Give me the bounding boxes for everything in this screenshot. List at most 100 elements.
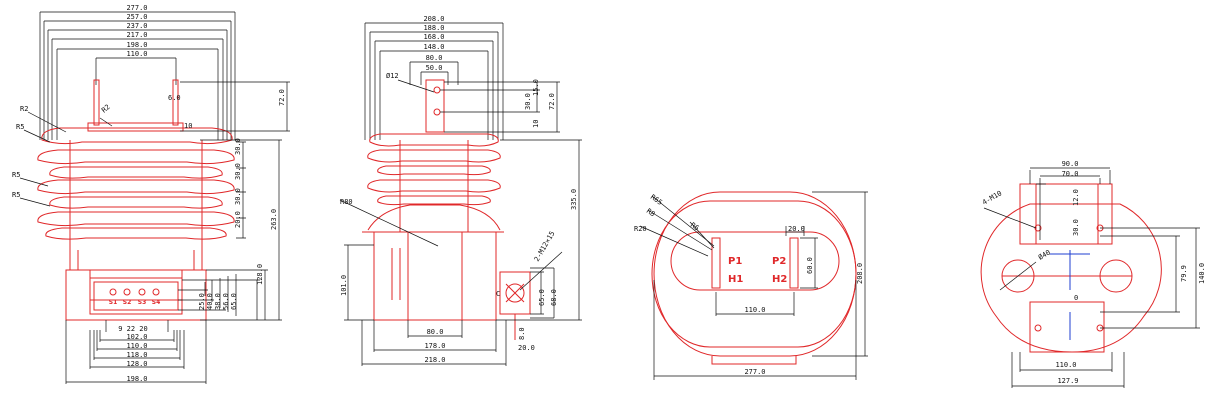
side-hole-leader (397, 79, 435, 93)
front-height-128: 128.0 (256, 264, 264, 285)
side-height-15: 15.0 (532, 79, 540, 96)
side-terminal-plate (425, 79, 445, 133)
bottom-view: 90.0 70.0 12.0 30.0 79.9 140.0 4-M10 Ø40… (980, 160, 1206, 388)
side-height-72: 72.0 (548, 93, 556, 110)
front-box-65: 65.0 (230, 293, 238, 310)
side-box-65: 65.0 (538, 289, 546, 306)
bottom-width-127-9: 127.9 (1057, 377, 1078, 385)
side-radius-leader (339, 199, 439, 247)
top-view: P1 H1 P2 H2 R65 R6 R8 R20 20.0 60.0 110.… (634, 191, 868, 380)
front-width-198: 198.0 (126, 41, 147, 49)
top-radius-r65: R65 (649, 193, 664, 207)
front-width-277: 277.0 (126, 4, 147, 12)
front-box-40: 40.0 (206, 293, 214, 310)
side-box-c: C (496, 290, 500, 298)
side-height-335: 335.0 (570, 189, 578, 210)
front-box-25: 25.0 (198, 293, 206, 310)
side-width-188: 188.0 (423, 24, 444, 32)
bottom-dim-30: 30.0 (1072, 219, 1080, 236)
front-terminal-dia: 6.0 (168, 94, 181, 102)
side-view: 208.0 188.0 168.0 148.0 80.0 50.0 Ø12 (339, 15, 582, 366)
front-bottom-128: 128.0 (126, 360, 147, 368)
front-box-dims (178, 274, 237, 316)
front-radius-r2-a: R2 (20, 105, 28, 113)
front-terminal-box (89, 277, 183, 315)
side-width-frames (364, 22, 504, 140)
top-dim-110: 110.0 (744, 306, 765, 314)
front-top-terminals (87, 79, 184, 132)
front-small-10: 10 (184, 122, 192, 130)
front-sheds (37, 127, 235, 321)
side-bottom-dims (361, 320, 507, 366)
top-dim-60: 60.0 (806, 257, 814, 274)
side-box-68: 68.0 (550, 289, 558, 306)
bottom-dim-140: 140.0 (1198, 263, 1206, 284)
front-width-257: 257.0 (126, 13, 147, 21)
bottom-dim-79-9: 79.9 (1180, 265, 1188, 282)
bottom-dims (983, 167, 1200, 388)
terminal-s1: S1 (109, 299, 118, 306)
bottom-center-lines (1050, 250, 1090, 340)
label-p1: P1 (728, 256, 742, 267)
side-width-168: 168.0 (423, 33, 444, 41)
terminal-s2: S2 (123, 299, 132, 306)
bottom-outline (980, 183, 1162, 353)
front-bottom-198: 198.0 (126, 375, 147, 383)
front-height-72: 72.0 (278, 89, 286, 106)
front-height-30-c: 30.0 (234, 188, 242, 205)
side-bottom-218: 218.0 (424, 356, 445, 364)
side-base-101: 101.0 (340, 275, 348, 296)
front-width-217: 217.0 (126, 31, 147, 39)
front-radius-r5-c: R5 (12, 191, 20, 199)
top-dim-277: 277.0 (744, 368, 765, 376)
front-radius-leaders (19, 111, 113, 207)
bottom-width-110: 110.0 (1055, 361, 1076, 369)
top-radius-leaders (639, 195, 715, 257)
label-h2: H2 (772, 274, 787, 285)
front-width-237: 237.0 (126, 22, 147, 30)
side-box-20: 20.0 (518, 344, 535, 352)
side-height-30: 30.0 (524, 93, 532, 110)
side-radius-r80: R80 (340, 198, 353, 206)
bottom-width-70: 70.0 (1062, 170, 1079, 178)
bottom-small-0: 0 (1074, 294, 1078, 302)
side-width-80: 80.0 (426, 54, 443, 62)
front-width-110: 110.0 (126, 50, 147, 58)
front-radius-r5-a: R5 (16, 123, 24, 131)
front-bottom-dims (65, 320, 207, 384)
side-width-208: 208.0 (423, 15, 444, 23)
side-width-50: 50.0 (426, 64, 443, 72)
top-radius-r8: R8 (645, 207, 657, 218)
side-box-8: 8.0 (518, 327, 526, 340)
bottom-width-90: 90.0 (1062, 160, 1079, 168)
top-dims (653, 191, 868, 380)
side-thread-label: 2-M12×15 (533, 230, 557, 263)
front-height-dims (180, 81, 290, 321)
front-height-30-a: 30.0 (234, 138, 242, 155)
front-box-56: 56.0 (222, 293, 230, 310)
bottom-dim-12: 12.0 (1072, 189, 1080, 206)
front-height-20: 20.0 (234, 211, 242, 228)
top-dim-20: 20.0 (788, 225, 805, 233)
side-hole-dia: Ø12 (386, 72, 399, 80)
side-width-148: 148.0 (423, 43, 444, 51)
top-radius-r20: R20 (634, 225, 647, 233)
terminal-s4: S4 (152, 299, 161, 306)
side-sheds (362, 133, 504, 321)
front-box-38: 38.0 (214, 293, 222, 310)
top-dim-208: 208.0 (856, 263, 864, 284)
front-bottom-118: 118.0 (126, 351, 147, 359)
front-height-263: 263.0 (270, 209, 278, 230)
label-p2: P2 (772, 256, 786, 267)
bottom-hole-label: 4-M10 (981, 189, 1003, 206)
terminal-s3: S3 (138, 299, 147, 306)
front-height-30-b: 30.0 (234, 163, 242, 180)
side-height-dims (344, 81, 582, 321)
side-bottom-80: 80.0 (427, 328, 444, 336)
side-height-10: 10 (532, 120, 540, 128)
top-outline (651, 191, 857, 365)
front-view: 277.0 257.0 237.0 217.0 198.0 110.0 6.0 (12, 4, 290, 384)
label-h1: H1 (728, 274, 743, 285)
front-radius-r2-b: R2 (100, 103, 112, 115)
